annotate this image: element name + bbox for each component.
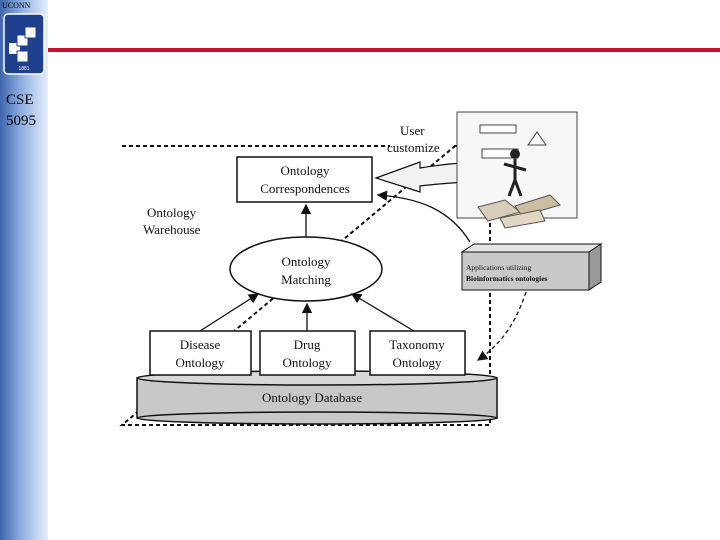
- disease-box: [149, 330, 252, 376]
- applications-box: [460, 243, 603, 291]
- user-customize-line-2: customize: [387, 140, 440, 155]
- applications-line-1: Applications utilizing: [466, 263, 532, 272]
- warehouse-line-2: Warehouse: [143, 222, 201, 237]
- header-rule: [48, 48, 720, 52]
- logo-text: UCONN: [2, 1, 31, 10]
- arrow-applications-to-correspondences: [376, 190, 471, 243]
- disease-line-1: Disease: [180, 337, 221, 352]
- taxonomy-box: [369, 330, 466, 376]
- correspondences-line-1: Ontology: [280, 163, 330, 178]
- drug-line-1: Drug: [294, 337, 321, 352]
- arrow-disease-to-matching: [199, 293, 260, 332]
- user-customize-line-1: User: [400, 123, 425, 138]
- course-code: CSE 5095: [6, 90, 36, 132]
- university-seal-icon: 1881: [3, 13, 45, 75]
- course-line-1: CSE: [6, 92, 34, 108]
- svg-text:1881: 1881: [18, 66, 29, 72]
- applications-line-2: Bioinformatics ontologies: [466, 274, 548, 283]
- matching-line-1: Ontology: [281, 254, 331, 269]
- correspondences-box: [236, 156, 373, 203]
- disease-line-2: Ontology: [175, 355, 225, 370]
- database-label: Ontology Database: [262, 390, 362, 405]
- matching-ellipse: [229, 236, 383, 302]
- course-line-2: 5095: [6, 113, 36, 129]
- user-figure-icon: [456, 111, 578, 229]
- sidebar-band: [0, 0, 48, 540]
- arrow-taxonomy-to-matching: [350, 293, 415, 332]
- arrow-applications-to-taxonomy: [476, 291, 527, 361]
- applications-label: Applications utilizing Bioinformatics on…: [466, 262, 547, 284]
- warehouse-line-1: Ontology: [147, 205, 197, 220]
- taxonomy-line-2: Ontology: [392, 355, 442, 370]
- drug-box: [259, 330, 356, 376]
- drug-line-2: Ontology: [282, 355, 332, 370]
- correspondences-line-2: Correspondences: [260, 181, 350, 196]
- matching-line-2: Matching: [281, 272, 331, 287]
- taxonomy-line-1: Taxonomy: [389, 337, 445, 352]
